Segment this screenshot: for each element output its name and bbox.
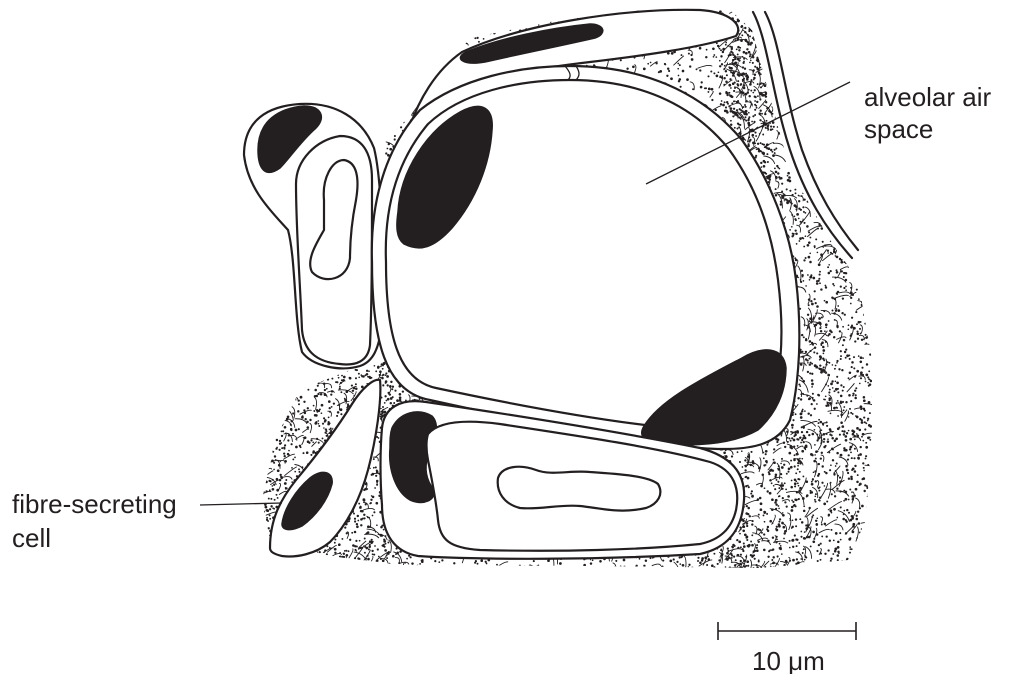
alveolar-label-line1: alveolar air [864,82,992,112]
fibre-leader-line [200,503,282,505]
fibre-label-line1: fibre-secreting [12,489,177,519]
fibre-label-line2: cell [12,523,51,553]
fibre-secreting-cell [270,380,380,557]
scale-bar-label: 10 μm [752,646,825,674]
left-capillary-cell [244,104,383,368]
alveolar-label-line2: space [864,114,933,144]
scale-bar: 10 μm [718,622,856,674]
